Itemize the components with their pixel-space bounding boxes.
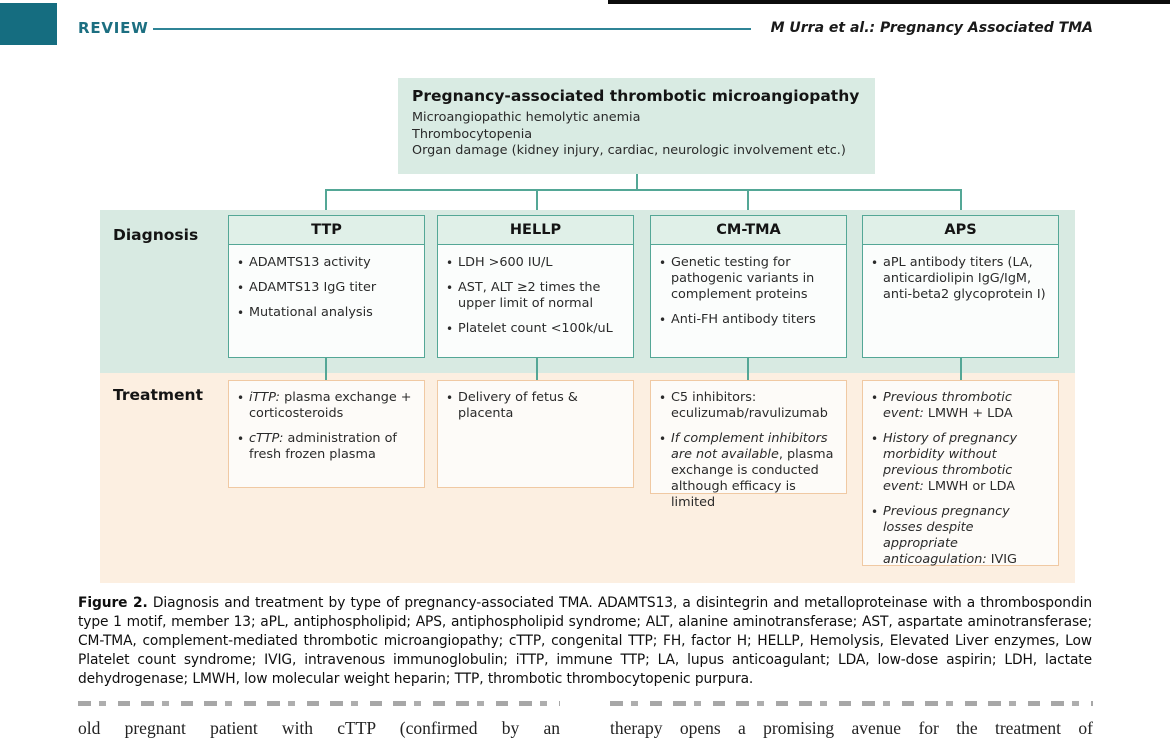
connector-drop-hellp [536,189,538,216]
connector-drop-ttp [325,189,327,216]
bullet-item: • If complement inhibitors are not availa… [659,431,838,511]
bullet-text: C5 inhibitors: eculizumab/ravulizumab [671,390,828,421]
column-header-hellp: HELLP [437,215,634,245]
root-box-item: Thrombocytopenia [412,126,533,142]
connector-drop-cmtma [747,189,749,216]
bullet-dot-icon: • [659,432,667,446]
bullet-item: • Genetic testing for pathogenic variants… [659,255,838,303]
bullet-item: • cTTP: administration of fresh frozen pl… [237,431,416,463]
root-box-title: Pregnancy-associated thrombotic microang… [412,87,860,105]
bullet-text: iTTP: plasma exchange + corticosteroids [249,390,412,421]
bullet-text: ADAMTS13 activity [249,255,371,270]
corner-accent-square [0,3,57,45]
connector-drop-aps [960,189,962,216]
bullet-text: Platelet count <100k/uL [458,321,613,336]
bullet-item: • ADAMTS13 IgG titer [237,280,416,296]
treatment-row-label: Treatment [113,386,204,404]
bullet-item: • Previous thrombotic event: LMWH + LDA [871,390,1050,422]
bullet-text: AST, ALT ≥2 times the upper limit of nor… [458,280,601,311]
bullet-item: • Mutational analysis [237,305,416,321]
bullet-item: • History of pregnancy morbidity without … [871,431,1050,495]
bullet-dot-icon: • [659,256,667,270]
root-box-item: Microangiopathic hemolytic anemia [412,110,641,125]
bullet-item: • Delivery of fetus & placenta [446,390,625,422]
bullet-dot-icon: • [871,432,879,446]
figure-caption-label: Figure 2. [78,595,148,611]
clipped-text-line [78,701,560,706]
diagnosis-box-hellp: • LDH >600 IU/L • AST, ALT ≥2 times the upp… [437,244,634,358]
bullet-dot-icon: • [237,432,245,446]
bullet-dot-icon: • [659,313,667,327]
bullet-item: • C5 inhibitors: eculizumab/ravulizumab [659,390,838,422]
bullet-dot-icon: • [659,391,667,405]
root-box-item: Organ damage (kidney injury, cardiac, ne… [412,143,846,158]
column-header-cmtma: CM-TMA [650,215,847,245]
figure-root-box: Pregnancy-associated thrombotic microang… [398,78,875,174]
bullet-text: If complement inhibitors are not availab… [671,431,834,510]
bullet-item: • AST, ALT ≥2 times the upper limit of no… [446,280,625,312]
bullet-dot-icon: • [237,391,245,405]
figure-caption-text: Diagnosis and treatment by type of pregn… [78,595,1092,687]
bullet-dot-icon: • [871,505,879,519]
connector-mid-hellp [536,357,538,380]
bullet-text: Mutational analysis [249,305,373,320]
bullet-dot-icon: • [446,391,454,405]
bullet-text: Anti-FH antibody titers [671,312,816,327]
bullet-text: Previous pregnancy losses despite approp… [883,504,1017,567]
bullet-item: • Previous pregnancy losses despite appro… [871,504,1050,568]
bullet-text: Previous thrombotic event: LMWH + LDA [883,390,1013,421]
treatment-box-ttp: • iTTP: plasma exchange + corticosteroids… [228,380,425,488]
connector-root-stem [636,174,638,190]
body-text-right-column: therapy opens a promising avenue for the… [610,718,1093,738]
connector-mid-ttp [325,357,327,380]
bullet-dot-icon: • [237,306,245,320]
diagnosis-box-aps: • aPL antibody titers (LA, anticardiolipi… [862,244,1059,358]
bullet-text: ADAMTS13 IgG titer [249,280,377,295]
connector-mid-cmtma [747,357,749,380]
bullet-item: • iTTP: plasma exchange + corticosteroids [237,390,416,422]
bullet-item: • LDH >600 IU/L [446,255,625,271]
treatment-box-cmtma: • C5 inhibitors: eculizumab/ravulizumab • I… [650,380,847,510]
page-top-edge-line [608,0,1170,4]
bullet-text: aPL antibody titers (LA, anticardiolipin… [883,255,1046,302]
body-text-left-column: old pregnant patient with cTTP (confirme… [78,718,560,738]
bullet-item: • aPL antibody titers (LA, anticardiolipi… [871,255,1050,303]
bullet-text: Genetic testing for pathogenic variants … [671,255,815,302]
figure-caption: Figure 2. Diagnosis and treatment by typ… [78,594,1092,689]
treatment-box-hellp: • Delivery of fetus & placenta [437,380,634,488]
bullet-text: LDH >600 IU/L [458,255,553,270]
diagnosis-box-cmtma: • Genetic testing for pathogenic variants… [650,244,847,358]
bullet-dot-icon: • [446,281,454,295]
diagnosis-box-ttp: • ADAMTS13 activity • ADAMTS13 IgG titer • Mu… [228,244,425,358]
bullet-text: History of pregnancy morbidity without p… [883,431,1018,494]
bullet-item: • Platelet count <100k/uL [446,321,625,337]
bullet-dot-icon: • [446,256,454,270]
bullet-dot-icon: • [446,322,454,336]
bullet-text: cTTP: administration of fresh frozen pla… [249,431,397,462]
column-header-aps: APS [862,215,1059,245]
treatment-box-aps: • Previous thrombotic event: LMWH + LDA • H… [862,380,1059,568]
header-rule [153,28,751,30]
bullet-item: • Anti-FH antibody titers [659,312,838,328]
bullet-dot-icon: • [237,281,245,295]
running-title: M Urra et al.: Pregnancy Associated TMA [770,20,1093,36]
connector-horizontal [325,189,961,191]
bullet-dot-icon: • [871,391,879,405]
section-kicker: REVIEW [78,19,149,37]
clipped-text-line [610,701,1093,706]
bullet-dot-icon: • [871,256,879,270]
connector-mid-aps [960,357,962,380]
column-header-ttp: TTP [228,215,425,245]
bullet-dot-icon: • [237,256,245,270]
bullet-text: Delivery of fetus & placenta [458,390,578,421]
bullet-item: • ADAMTS13 activity [237,255,416,271]
diagnosis-row-label: Diagnosis [113,226,199,244]
